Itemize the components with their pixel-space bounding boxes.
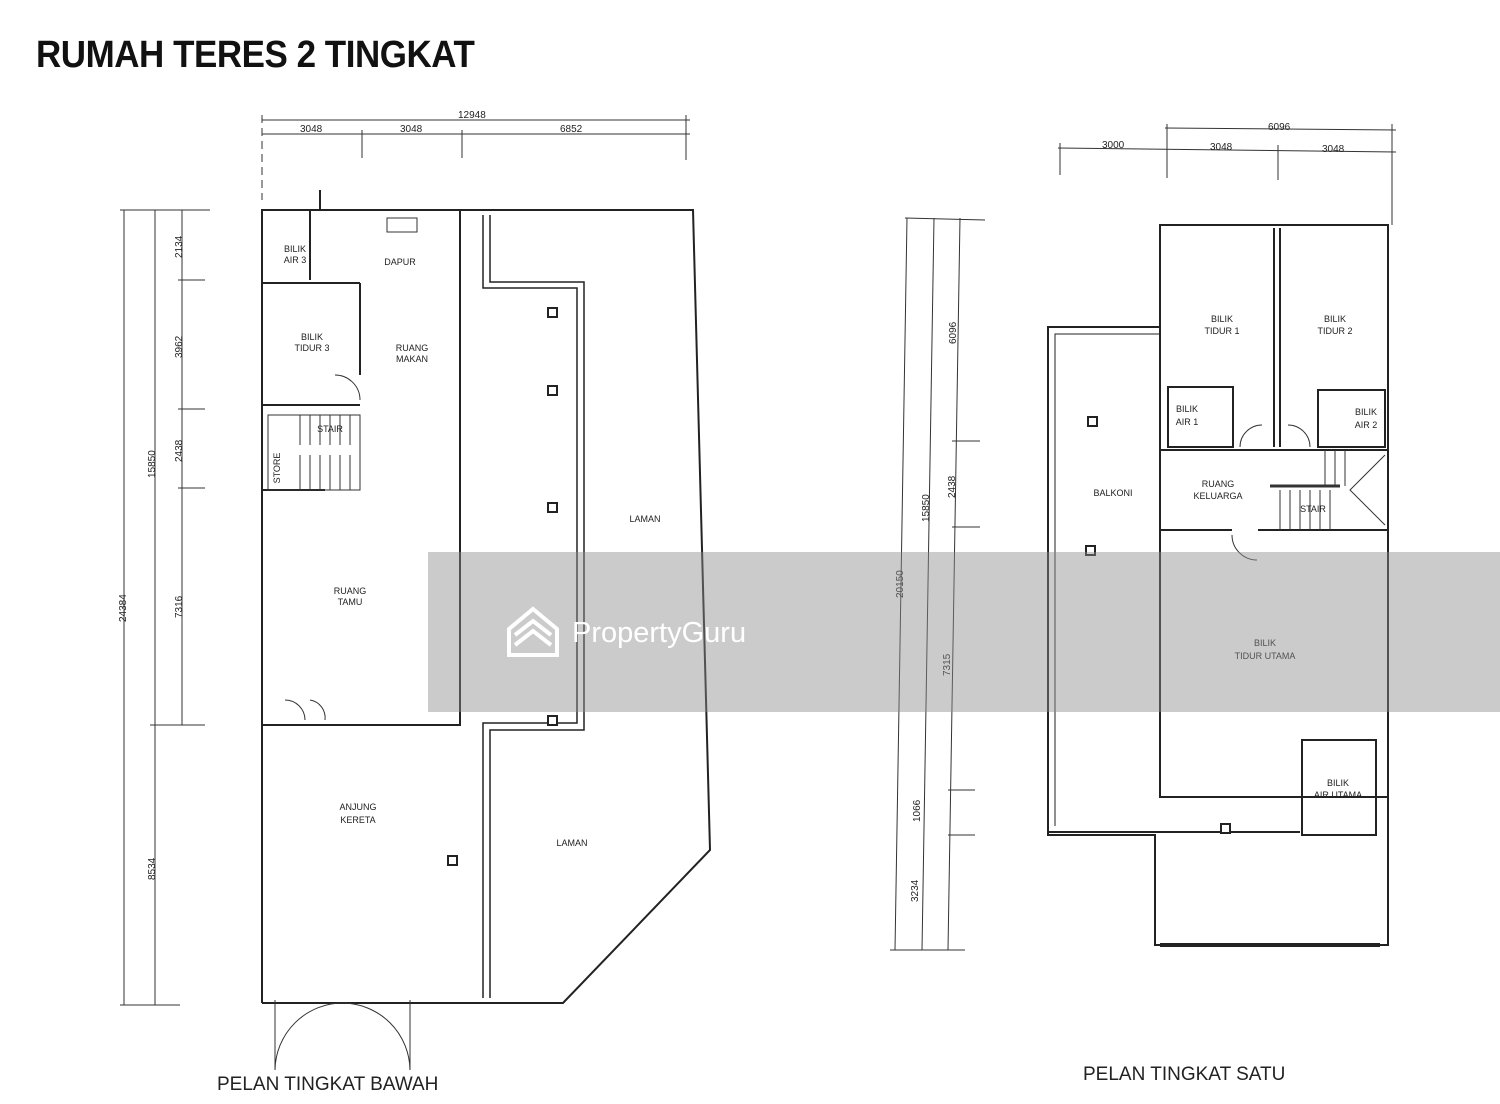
ground-side-dimensions [120,209,210,1006]
room-label: LAMAN [629,514,660,524]
page-title: RUMAH TERES 2 TINGKAT [36,34,475,76]
ground-dim-side: 7316 [174,595,185,618]
ground-dim-side: 2134 [174,235,185,258]
first-dim-top: 3000 [1102,140,1125,151]
ground-dim-top: 3048 [300,124,323,135]
room-label: KERETA [340,815,375,825]
room-label: BILIK [1355,407,1377,417]
room-label: MAKAN [396,354,428,364]
first-dim-side-subtotal: 15850 [921,494,932,522]
room-label: TIDUR UTAMA [1235,651,1296,661]
room-label: BILIK [1327,778,1349,788]
room-label: BILIK [284,244,306,254]
ground-dim-total: 12948 [458,110,486,121]
first-floor-plan: 6096 3000 3048 3048 20150 15850 6096 243… [890,122,1397,1085]
watermark-band [428,552,1500,712]
ground-dim-side-lower: 8534 [147,857,158,880]
first-stair-treads [1231,424,1386,561]
room-label: STORE [272,453,282,484]
room-label: TIDUR 2 [1317,326,1352,336]
room-label: BILIK [1211,314,1233,324]
first-walls [1047,224,1389,947]
first-dim-side: 7315 [942,653,953,676]
room-label: STAIR [317,424,343,434]
room-label: TIDUR 3 [294,343,329,353]
room-label: STAIR [1300,504,1326,514]
first-dim-top: 3048 [1322,144,1345,155]
ground-dim-top: 6852 [560,124,583,135]
room-label: RUANG [334,586,367,596]
room-label: LAMAN [556,838,587,848]
room-label: ANJUNG [339,802,376,812]
first-dim-top: 3048 [1210,142,1233,153]
ground-floor-plan: 12948 3048 3048 6852 24384 15850 2134 39… [118,110,712,1095]
room-label: TAMU [338,597,363,607]
first-floor-caption: PELAN TINGKAT SATU [1083,1064,1285,1085]
ground-dim-side-total: 24384 [118,594,129,622]
propertyguru-logo-icon [507,606,559,657]
room-label: AIR 3 [284,255,307,265]
room-label: KELUARGA [1193,491,1242,501]
first-dim-side-lower: 1066 [912,799,923,822]
room-label: BILIK [1176,404,1198,414]
watermark-text: PropertyGuru [572,617,747,649]
room-label: AIR UTAMA [1314,790,1362,800]
first-dim-side-lower: 3234 [910,879,921,902]
first-dim-total: 6096 [1268,122,1291,133]
room-label: AIR 2 [1355,420,1378,430]
room-label: DAPUR [384,257,416,267]
first-columns [1085,416,1231,834]
room-label: RUANG [396,343,429,353]
room-label: BILIK [1254,638,1276,648]
room-label: RUANG [1202,479,1235,489]
ground-dim-side: 3962 [174,335,185,358]
ground-dim-side-subtotal: 15850 [147,450,158,478]
room-label: BALKONI [1093,488,1132,498]
first-top-dimensions [1057,124,1397,225]
room-label: TIDUR 1 [1204,326,1239,336]
ground-dim-top: 3048 [400,124,423,135]
room-label: BILIK [1324,314,1346,324]
ground-floor-caption: PELAN TINGKAT BAWAH [217,1074,438,1095]
ground-columns [447,307,558,866]
ground-dim-side: 2438 [174,439,185,462]
first-dim-side: 2438 [947,475,958,498]
ground-stair-treads [274,217,418,1071]
first-dim-side: 6096 [948,321,959,344]
ground-top-dimensions [261,115,690,200]
room-label: BILIK [301,332,323,342]
first-dim-side-total: 20150 [895,570,906,598]
room-label: AIR 1 [1176,417,1199,427]
first-side-dimensions [890,217,986,951]
ground-walls [261,190,712,1070]
